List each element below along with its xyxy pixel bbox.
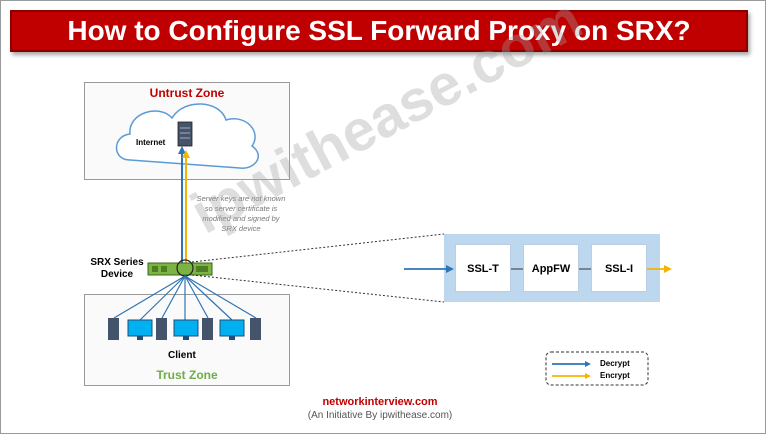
- srx-device-label: SRX Series Device: [90, 257, 144, 280]
- pipeline-step-ssl-i: SSL-I: [591, 244, 647, 292]
- pipeline-step-ssl-t: SSL-T: [455, 244, 511, 292]
- zoom-line-bottom: [191, 274, 445, 303]
- legend-decrypt-label: Decrypt: [600, 359, 630, 368]
- switch-icon: [108, 318, 261, 340]
- legend-encrypt-label: Encrypt: [600, 371, 630, 380]
- untrust-zone-title: Untrust Zone: [149, 86, 225, 100]
- internet-label: Internet: [136, 138, 166, 147]
- zoom-line-top: [191, 233, 445, 263]
- page-title: How to Configure SSL Forward Proxy on SR…: [10, 10, 748, 52]
- client-links: [113, 275, 257, 321]
- trust-zone-title: Trust Zone: [156, 368, 218, 382]
- monitor-icon: [127, 319, 245, 340]
- footer-initiative: (An Initiative By ipwithease.com): [307, 410, 453, 421]
- client-label: Client: [168, 350, 196, 361]
- pipeline-step-appfw: AppFW: [523, 244, 579, 292]
- server-icon: [177, 121, 193, 147]
- server-cert-note: Server keys are not known so server cert…: [196, 194, 286, 233]
- footer-site[interactable]: networkinterview.com: [322, 396, 438, 408]
- firewall-device-icon: [147, 259, 213, 277]
- legend-box: [545, 351, 649, 386]
